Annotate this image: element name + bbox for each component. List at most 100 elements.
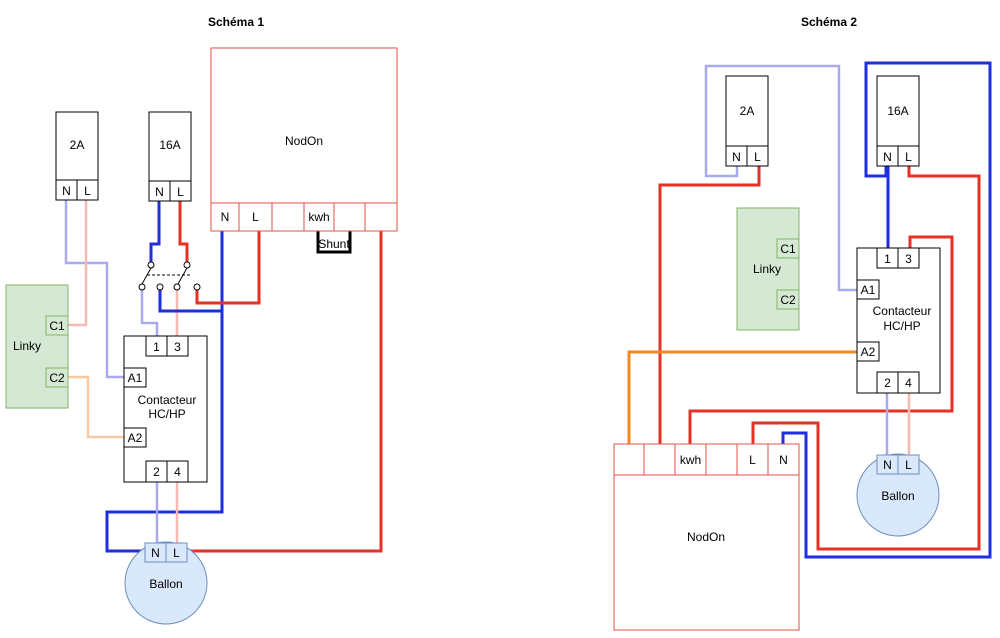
switch-blade-l <box>177 267 188 285</box>
nodon-terminal-5 <box>333 202 366 232</box>
contactor-label-line2: HC/HP <box>148 407 185 421</box>
ballon-l-terminal <box>165 542 188 563</box>
nodon-terminal-1 <box>613 443 645 476</box>
linky-c2-label: C2 <box>780 293 796 307</box>
wire-2a-l-to-c1 <box>68 200 88 327</box>
wire-switch-l-to-nodon <box>195 231 261 305</box>
nodon-label: NodOn <box>687 530 725 544</box>
contactor-terminal-2-label: 2 <box>153 465 160 479</box>
nodon-kwh-label: kwh <box>680 453 701 467</box>
nodon-kwh-label: kwh <box>308 210 329 224</box>
contactor-a1-terminal <box>856 279 880 300</box>
nodon-module: kwh L N NodOn <box>613 443 800 631</box>
nodon-n-label: N <box>221 210 230 224</box>
wire-2a-l-to-nodon <box>658 166 761 444</box>
ballon-l-terminal <box>897 454 920 475</box>
breaker-16a-body <box>876 75 920 147</box>
nodon-n-terminal <box>210 202 240 232</box>
switch-contact-1 <box>138 283 146 291</box>
nodon-l-label: L <box>252 210 259 224</box>
breaker-16a: 16A N L <box>148 111 192 202</box>
nodon-l-label: L <box>749 453 756 467</box>
nodon-body <box>210 47 398 204</box>
breaker-16a-label: 16A <box>887 104 908 118</box>
nodon-label: NodOn <box>285 134 323 148</box>
linky-c1-label: C1 <box>780 242 796 256</box>
contactor-label-line1: Contacteur <box>138 393 197 407</box>
switch-contact-l-in <box>183 261 191 269</box>
nodon-terminal-6 <box>364 202 398 232</box>
linky-c2-terminal <box>776 289 800 310</box>
wire-16a-n-loop-to-nodon-n <box>781 61 992 559</box>
breaker-16a-n-label: N <box>883 150 892 164</box>
nodon-l-terminal <box>736 443 769 476</box>
contactor-terminal-3 <box>166 335 189 357</box>
contactor-terminal-4-label: 4 <box>174 465 181 479</box>
breaker-16a-l-terminal <box>169 180 192 202</box>
switch-contact-3 <box>173 283 181 291</box>
nodon-empty-terminal <box>705 443 738 476</box>
linky-label: Linky <box>13 339 41 353</box>
contactor-a1-label: A1 <box>861 283 876 297</box>
linky-c1-terminal <box>45 315 69 336</box>
wire-2a-n-to-a1 <box>704 64 857 292</box>
switch-contact-2 <box>156 283 164 291</box>
schema-2-title: Schéma 2 <box>801 15 857 29</box>
breaker-2a-body <box>725 75 769 147</box>
linky-meter: Linky C1 C2 <box>736 207 800 331</box>
contactor-terminal-1-label: 1 <box>884 252 891 266</box>
contactor-a2-terminal <box>856 341 880 362</box>
breaker-2a-l-terminal <box>76 179 99 201</box>
schema-1-wires <box>64 200 383 553</box>
breaker-2a-l-label: L <box>84 184 91 198</box>
contactor-terminal-4 <box>166 460 189 483</box>
ballon-label: Ballon <box>149 577 182 591</box>
wire-nodon-out-to-ballon-l <box>188 230 383 553</box>
wire-a2-to-nodon <box>627 350 857 444</box>
contactor-terminal-2-label: 2 <box>884 376 891 390</box>
linky-c2-terminal <box>45 367 69 388</box>
breaker-16a-body <box>148 111 192 182</box>
contactor-a1-label: A1 <box>128 371 143 385</box>
wire-2a-n-to-a1 <box>64 200 124 379</box>
breaker-2a-l-label: L <box>754 150 761 164</box>
shunt-label: Shunt <box>318 237 350 251</box>
breaker-2a-label: 2A <box>70 138 85 152</box>
breaker-16a-l-label: L <box>177 185 184 199</box>
breaker-2a: 2A N L <box>55 111 99 201</box>
nodon-empty-terminal <box>271 202 305 232</box>
switch-contact-n-in <box>147 261 155 269</box>
breaker-16a-l-terminal <box>897 145 920 167</box>
wire-neutral-to-ballon <box>105 311 224 553</box>
wire-c2-to-a2 <box>68 375 124 439</box>
breaker-16a: 16A N L <box>876 75 920 167</box>
contactor-a1-terminal <box>123 367 147 388</box>
linky-body <box>736 207 800 331</box>
wire-switch-n-to-nodon <box>158 231 224 313</box>
contactor-a2-terminal <box>123 427 147 448</box>
breaker-2a-l-terminal <box>746 145 769 167</box>
wire-contactor-3-to-nodon-kwh <box>688 235 954 444</box>
contactor-body <box>123 335 208 483</box>
ballon-n-label: N <box>151 546 160 560</box>
breaker-2a: 2A N L <box>725 75 769 167</box>
breaker-16a-n-label: N <box>155 185 164 199</box>
breaker-16a-l-label: L <box>905 150 912 164</box>
contactor-hc-hp: 1 3 A1 A2 Contacteur HC/HP 2 4 <box>123 335 208 483</box>
ballon-l-label: L <box>173 546 180 560</box>
schema-2-wires <box>627 61 992 559</box>
switch-blade-n <box>141 267 152 285</box>
contactor-label-line2: HC/HP <box>883 319 920 333</box>
nodon-module: NodOn N L kwh Shunt <box>210 47 398 251</box>
nodon-terminal-2 <box>643 443 676 476</box>
ballon-l-label: L <box>905 458 912 472</box>
contactor-body <box>856 247 941 394</box>
linky-c2-label: C2 <box>49 371 65 385</box>
wire-16a-l-to-switch <box>178 201 189 262</box>
ballon-water-heater: Ballon N L <box>124 541 208 625</box>
contactor-terminal-3 <box>897 247 920 269</box>
contactor-terminal-3-label: 3 <box>174 340 181 354</box>
breaker-2a-n-label: N <box>732 150 741 164</box>
schema-1: Schéma 1 <box>5 15 398 625</box>
